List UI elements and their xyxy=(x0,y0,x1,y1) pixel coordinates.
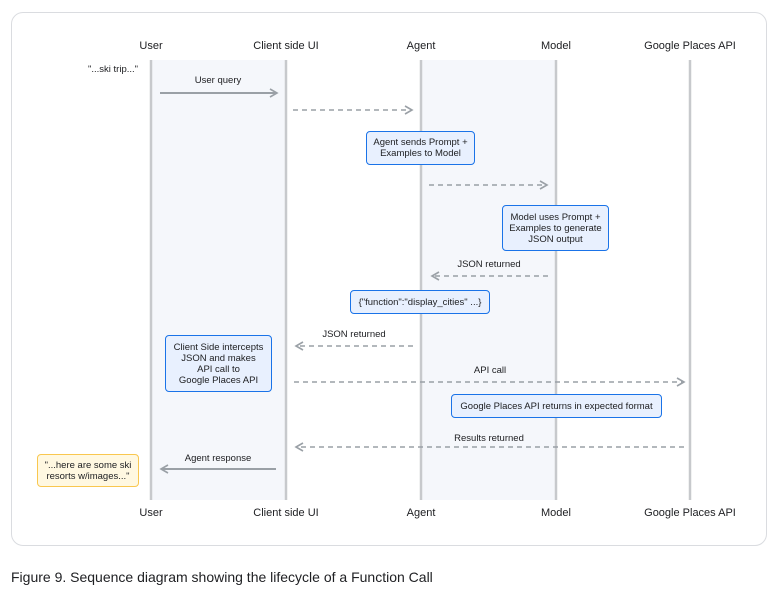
participant-model-bottom: Model xyxy=(541,507,571,519)
user-band xyxy=(151,60,286,500)
label-api-call: API call xyxy=(473,365,507,376)
participant-client-ui-top: Client side UI xyxy=(253,40,319,52)
note-client-intercepts-text: Client Side intercepts JSON and makes AP… xyxy=(173,341,264,386)
note-places-returns-text: Google Places API returns in expected fo… xyxy=(460,400,653,412)
note-places-returns: Google Places API returns in expected fo… xyxy=(451,394,662,418)
figure-caption: Figure 9. Sequence diagram showing the l… xyxy=(11,569,433,585)
label-agent-response: Agent response xyxy=(184,453,252,464)
participant-user-top: User xyxy=(139,40,163,52)
participant-places-api-bottom: Google Places API xyxy=(644,507,736,519)
participant-agent-bottom: Agent xyxy=(406,507,436,519)
note-function-json-text: {"function":"display_cities" ...} xyxy=(358,296,482,308)
user-quote: "...ski trip..." xyxy=(88,64,139,75)
label-json-returned-model: JSON returned xyxy=(457,259,521,270)
note-model-uses-prompt-text: Model uses Prompt + Examples to generate… xyxy=(509,211,602,245)
label-user-query: User query xyxy=(194,75,242,86)
note-agent-sends-prompt: Agent sends Prompt + Examples to Model xyxy=(366,131,475,165)
note-agent-sends-prompt-text: Agent sends Prompt + Examples to Model xyxy=(373,137,468,159)
participant-model-top: Model xyxy=(541,40,571,52)
participant-user-bottom: User xyxy=(139,507,163,519)
note-function-json: {"function":"display_cities" ...} xyxy=(350,290,490,314)
note-client-intercepts: Client Side intercepts JSON and makes AP… xyxy=(165,335,272,392)
label-json-returned-agent: JSON returned xyxy=(322,329,386,340)
participant-client-ui-bottom: Client side UI xyxy=(253,507,319,519)
participant-agent-top: Agent xyxy=(406,40,436,52)
note-final-reply-text: "...here are some ski resorts w/images..… xyxy=(44,459,132,482)
participant-places-api-top: Google Places API xyxy=(644,40,736,52)
note-model-uses-prompt: Model uses Prompt + Examples to generate… xyxy=(502,205,609,251)
note-final-reply: "...here are some ski resorts w/images..… xyxy=(37,454,139,487)
label-results-returned: Results returned xyxy=(454,433,524,444)
